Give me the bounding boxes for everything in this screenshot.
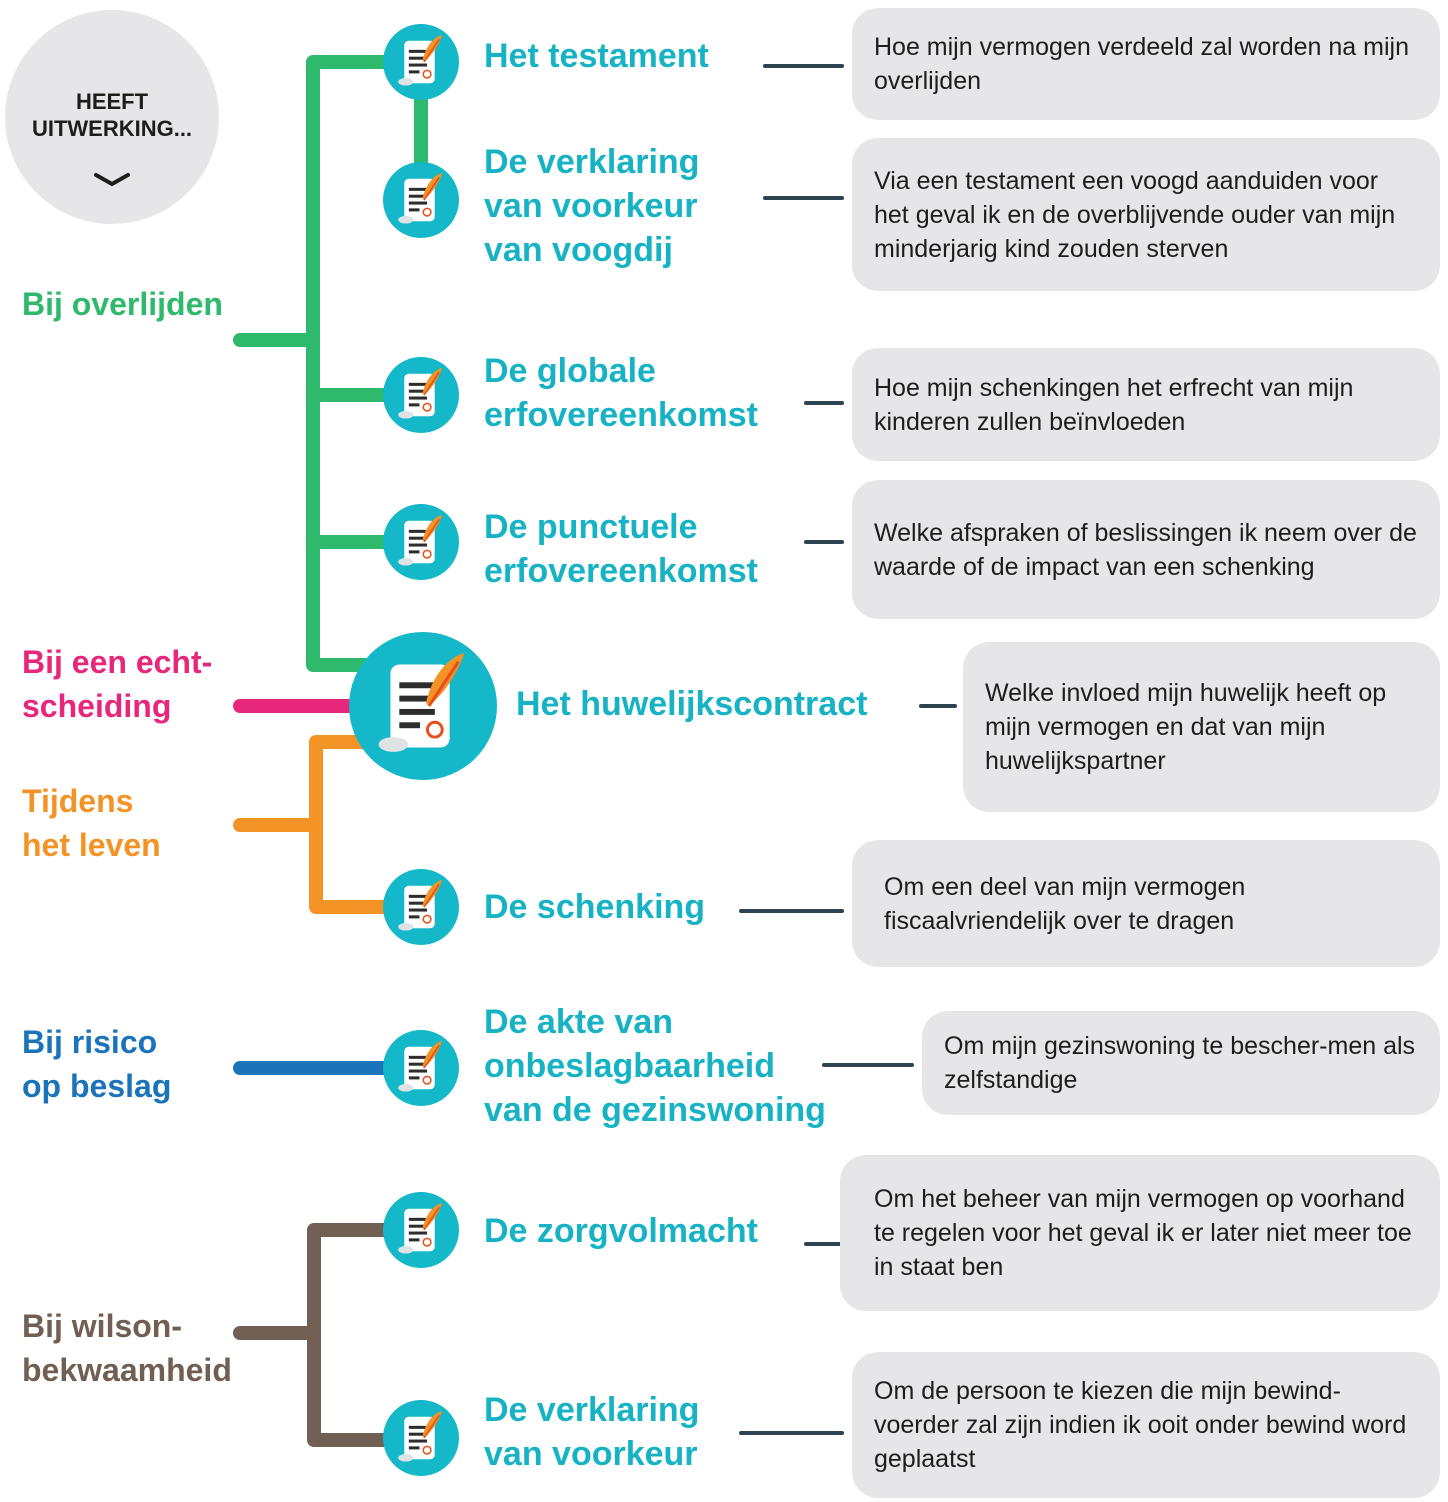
category-bij-overlijden: Bij overlijden [22, 286, 223, 322]
description-text: Welke invloed mijn huwelijk heeft op mij… [985, 679, 1387, 775]
category-bij-echtscheiding: Bij een echt- scheiding [22, 644, 213, 724]
description-text: Om de persoon te kiezen die mijn bewind-… [874, 1377, 1407, 1473]
description-text: Via een testament een voogd aanduiden vo… [874, 166, 1396, 263]
document-quill-icon [383, 1400, 459, 1476]
description-box: Welke invloed mijn huwelijk heeft op mij… [963, 642, 1440, 812]
description-box: Om mijn gezinswoning te bescher-men als … [922, 1011, 1440, 1115]
description-box: Hoe mijn schenkingen het erfrecht van mi… [852, 348, 1440, 461]
description-box: Om het beheer van mijn vermogen op voorh… [840, 1155, 1440, 1311]
document-title-zorgvolmacht: De zorgvolmacht [484, 1212, 758, 1250]
header-circle[interactable]: HEEFT UITWERKING... [5, 10, 219, 224]
death-branch-lines [233, 55, 428, 672]
description-connectors [739, 64, 957, 1435]
document-quill-icon [349, 632, 497, 780]
document-title-testament: Het testament [484, 37, 709, 75]
document-title-schenking: De schenking [484, 888, 706, 926]
category-tijdens-het-leven: Tijdens het leven [22, 783, 161, 863]
document-title-voorkeur-voogdij: De verklaring van voorkeur van voogdij [484, 143, 700, 269]
description-box: Om een deel van mijn vermogen fiscaalvri… [852, 840, 1440, 967]
description-text: Om het beheer van mijn vermogen op voorh… [874, 1185, 1412, 1281]
document-title-punctuele-erfovereenkomst: De punctuele erfovereenkomst [484, 508, 759, 590]
document-quill-icon [383, 504, 459, 580]
description-text: Om een deel van mijn vermogen fiscaalvri… [884, 872, 1246, 935]
incapacity-branch-lines [233, 1223, 402, 1447]
chevron-down-icon[interactable] [92, 170, 132, 190]
category-bij-wilsonbekwaamheid: Bij wilson- bekwaamheid [22, 1308, 232, 1388]
description-text: Hoe mijn vermogen verdeeld zal worden na… [874, 33, 1409, 95]
description-text: Hoe mijn schenkingen het erfrecht van mi… [874, 373, 1354, 436]
document-title-globale-erfovereenkomst: De globale erfovereenkomst [484, 352, 759, 434]
description-text: Om mijn gezinswoning te bescher-men als … [944, 1032, 1416, 1094]
description-box: Hoe mijn vermogen verdeeld zal worden na… [852, 8, 1440, 120]
category-bij-risico-op-beslag: Bij risico op beslag [22, 1024, 172, 1104]
document-quill-icon [383, 869, 459, 945]
document-quill-icon [383, 24, 459, 100]
document-title-onbeslagbaarheid: De akte van onbeslagbaarheid van de gezi… [484, 1003, 826, 1129]
document-title-voorkeur-bewindvoerder: De verklaring van voorkeur [484, 1391, 700, 1473]
description-text: Welke afspraken of beslissingen ik neem … [874, 518, 1417, 581]
header-label: HEEFT UITWERKING... [31, 89, 193, 141]
document-title-huwelijkscontract: Het huwelijkscontract [516, 685, 868, 723]
description-box: Welke afspraken of beslissingen ik neem … [852, 480, 1440, 619]
description-box: Via een testament een voogd aanduiden vo… [852, 138, 1440, 291]
document-quill-icon [383, 1030, 459, 1106]
description-box: Om de persoon te kiezen die mijn bewind-… [852, 1352, 1440, 1498]
life-branch-lines [233, 735, 402, 914]
document-quill-icon [383, 1192, 459, 1268]
document-quill-icon [383, 162, 459, 238]
document-quill-icon [383, 357, 459, 433]
